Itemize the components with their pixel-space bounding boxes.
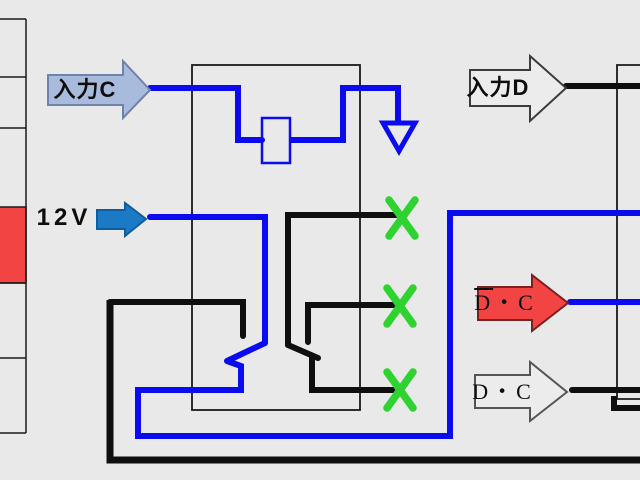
output-dbar-c-label: D・C [474,292,536,314]
relay-coil [260,116,292,165]
right-fixed-contact [305,302,399,345]
input-c-arrow [47,58,152,121]
open-contact-marks [383,196,419,412]
blue-wiring [135,85,640,439]
wire-contact-output-loop [135,210,640,439]
right-contact-output [309,353,399,393]
wire-coil-to-ground [290,85,401,143]
left-fixed-contact [107,299,246,339]
open-mark-x-icon [383,368,417,412]
label-arrows [47,53,570,424]
relay-box [191,64,361,411]
input-d-arrow [469,53,568,124]
input-d-label: 入力D [466,75,530,100]
terminal-strip [0,18,27,434]
output-d-c-label: D・C [472,379,534,404]
wire-12v-to-contact [147,214,268,346]
wire-input-c-to-coil [147,85,265,143]
right-contact-common [285,212,399,348]
supply-12v-label: 12V [36,204,92,231]
output-dbar-c-arrow [477,272,570,334]
black-wiring [106,83,640,464]
terminal-strip-highlight-cell [0,206,27,284]
output-dbar-c-label-overlined: D [474,290,494,315]
supply-12v-arrow [96,200,148,239]
right-module-box [616,64,640,400]
wire-right-module-stub [611,396,640,411]
output-dbar-c-label-rest: ・C [493,290,536,315]
open-mark-x-icon [385,196,419,240]
left-contact-blade [224,340,268,364]
input-c-label: 入力C [53,77,117,102]
output-d-c-arrow [474,359,569,424]
wire-bottom-return-loop [106,300,640,464]
open-mark-x-icon [383,284,417,328]
ground-symbol [378,120,420,157]
